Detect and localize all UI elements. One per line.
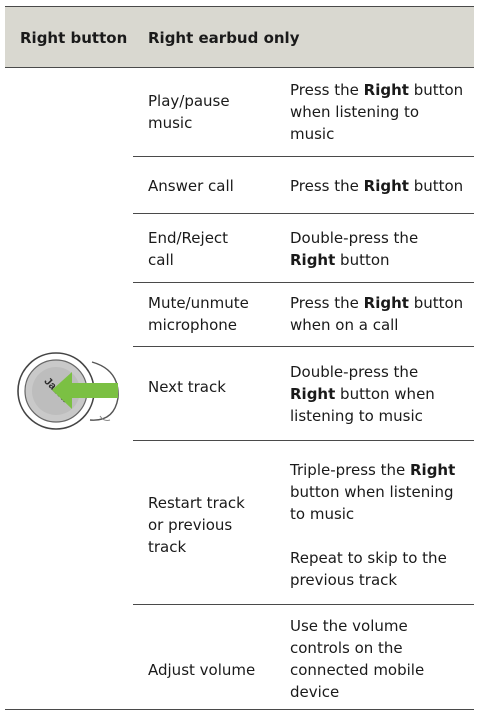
description-text: to music	[290, 505, 355, 523]
description-text: when listening to	[290, 103, 420, 121]
description-text: device	[290, 683, 340, 701]
action-label-line: Answer call	[148, 177, 234, 195]
description-line: listening to music	[290, 405, 474, 427]
action-label: Restart track or previous track	[148, 492, 245, 558]
action-label: Play/pause music	[148, 90, 230, 134]
description-text: Repeat to skip to the	[290, 549, 447, 567]
earbud-right-button-illustration: Jabra	[17, 352, 119, 430]
description-line: Press the Right button	[290, 79, 474, 101]
description-line: previous track	[290, 569, 474, 591]
header-right-earbud-only: Right earbud only	[148, 29, 300, 47]
action-description: Use the volume controls on the connected m…	[290, 615, 474, 703]
action-label-line: Mute/unmute	[148, 294, 249, 312]
description-line: Right button when	[290, 383, 474, 405]
description-text: button	[335, 251, 390, 269]
description-text: button	[408, 177, 464, 195]
description-text: Triple-press the	[290, 461, 410, 479]
table-row: Play/pause music Press the Right button whe…	[133, 68, 474, 157]
button-name-emphasis: Right	[290, 385, 336, 403]
description-line: Repeat to skip to the	[290, 547, 474, 569]
action-label-line: track	[148, 538, 187, 556]
action-label-line: call	[148, 251, 174, 269]
action-label-line: Next track	[148, 378, 226, 396]
description-line: controls on the	[290, 637, 474, 659]
action-description: Triple-press the Right button when listen…	[290, 459, 474, 591]
action-label-line: microphone	[148, 316, 237, 334]
description-text: when on a call	[290, 316, 399, 334]
table-row: Mute/unmute microphone Press the Right but…	[133, 282, 474, 347]
description-text: music	[290, 125, 335, 143]
action-label-line: End/Reject	[148, 229, 229, 247]
description-line: to music	[290, 503, 474, 525]
description-text: Double-press the	[290, 363, 419, 381]
description-text: Press the	[290, 294, 364, 312]
description-text: Use the volume	[290, 617, 408, 635]
description-line: music	[290, 123, 474, 145]
button-name-emphasis: Right	[363, 177, 409, 195]
description-line: button when listening	[290, 481, 474, 503]
description-line: Triple-press the Right	[290, 459, 474, 481]
action-label-line: Restart track	[148, 494, 245, 512]
description-text: Double-press the	[290, 229, 419, 247]
action-label-line: or previous	[148, 516, 233, 534]
button-name-emphasis: Right	[290, 251, 336, 269]
description-text: button when listening	[290, 483, 454, 501]
button-name-emphasis: Right	[363, 294, 409, 312]
action-label-line: music	[148, 114, 193, 132]
button-name-emphasis: Right	[363, 81, 409, 99]
table-header: Right button Right earbud only	[5, 6, 474, 68]
table-bottom-border	[5, 709, 474, 710]
action-description: Press the Right button when listening to m…	[290, 79, 474, 145]
action-label: Adjust volume	[148, 659, 255, 681]
table-row: Restart track or previous track Triple-pres…	[133, 440, 474, 605]
description-text: connected mobile	[290, 661, 425, 679]
description-text: button	[408, 294, 464, 312]
description-text: previous track	[290, 571, 398, 589]
table-row: Adjust volume Use the volume controls on t…	[133, 604, 474, 709]
description-text: controls on the	[290, 639, 403, 657]
description-text: listening to music	[290, 407, 423, 425]
action-description: Press the Right button when on a call	[290, 292, 474, 336]
action-label-line: Play/pause	[148, 92, 230, 110]
green-arrow-icon	[52, 372, 118, 409]
action-label: Next track	[148, 376, 226, 398]
description-line: when on a call	[290, 314, 474, 336]
description-line: Double-press the	[290, 361, 474, 383]
button-name-emphasis: Right	[410, 461, 456, 479]
description-line: device	[290, 681, 474, 703]
description-line: Press the Right button	[290, 292, 474, 314]
description-line: Double-press the	[290, 227, 474, 249]
description-line: Use the volume	[290, 615, 474, 637]
description-text: Press the	[290, 81, 364, 99]
description-line: Press the Right button	[290, 175, 474, 197]
action-label: Answer call	[148, 175, 234, 197]
description-text: Press the	[290, 177, 364, 195]
description-line: when listening to	[290, 101, 474, 123]
description-text: button	[408, 81, 464, 99]
action-label: End/Reject call	[148, 227, 228, 271]
header-right-button: Right button	[20, 29, 128, 47]
action-label-line: Adjust volume	[148, 661, 256, 679]
action-label: Mute/unmute microphone	[148, 292, 249, 336]
action-description: Press the Right button	[290, 175, 474, 197]
description-line	[290, 525, 474, 547]
table-row: Answer call Press the Right button	[133, 156, 474, 214]
description-line: Right button	[290, 249, 474, 271]
description-line: connected mobile	[290, 659, 474, 681]
description-text: button when	[335, 385, 435, 403]
